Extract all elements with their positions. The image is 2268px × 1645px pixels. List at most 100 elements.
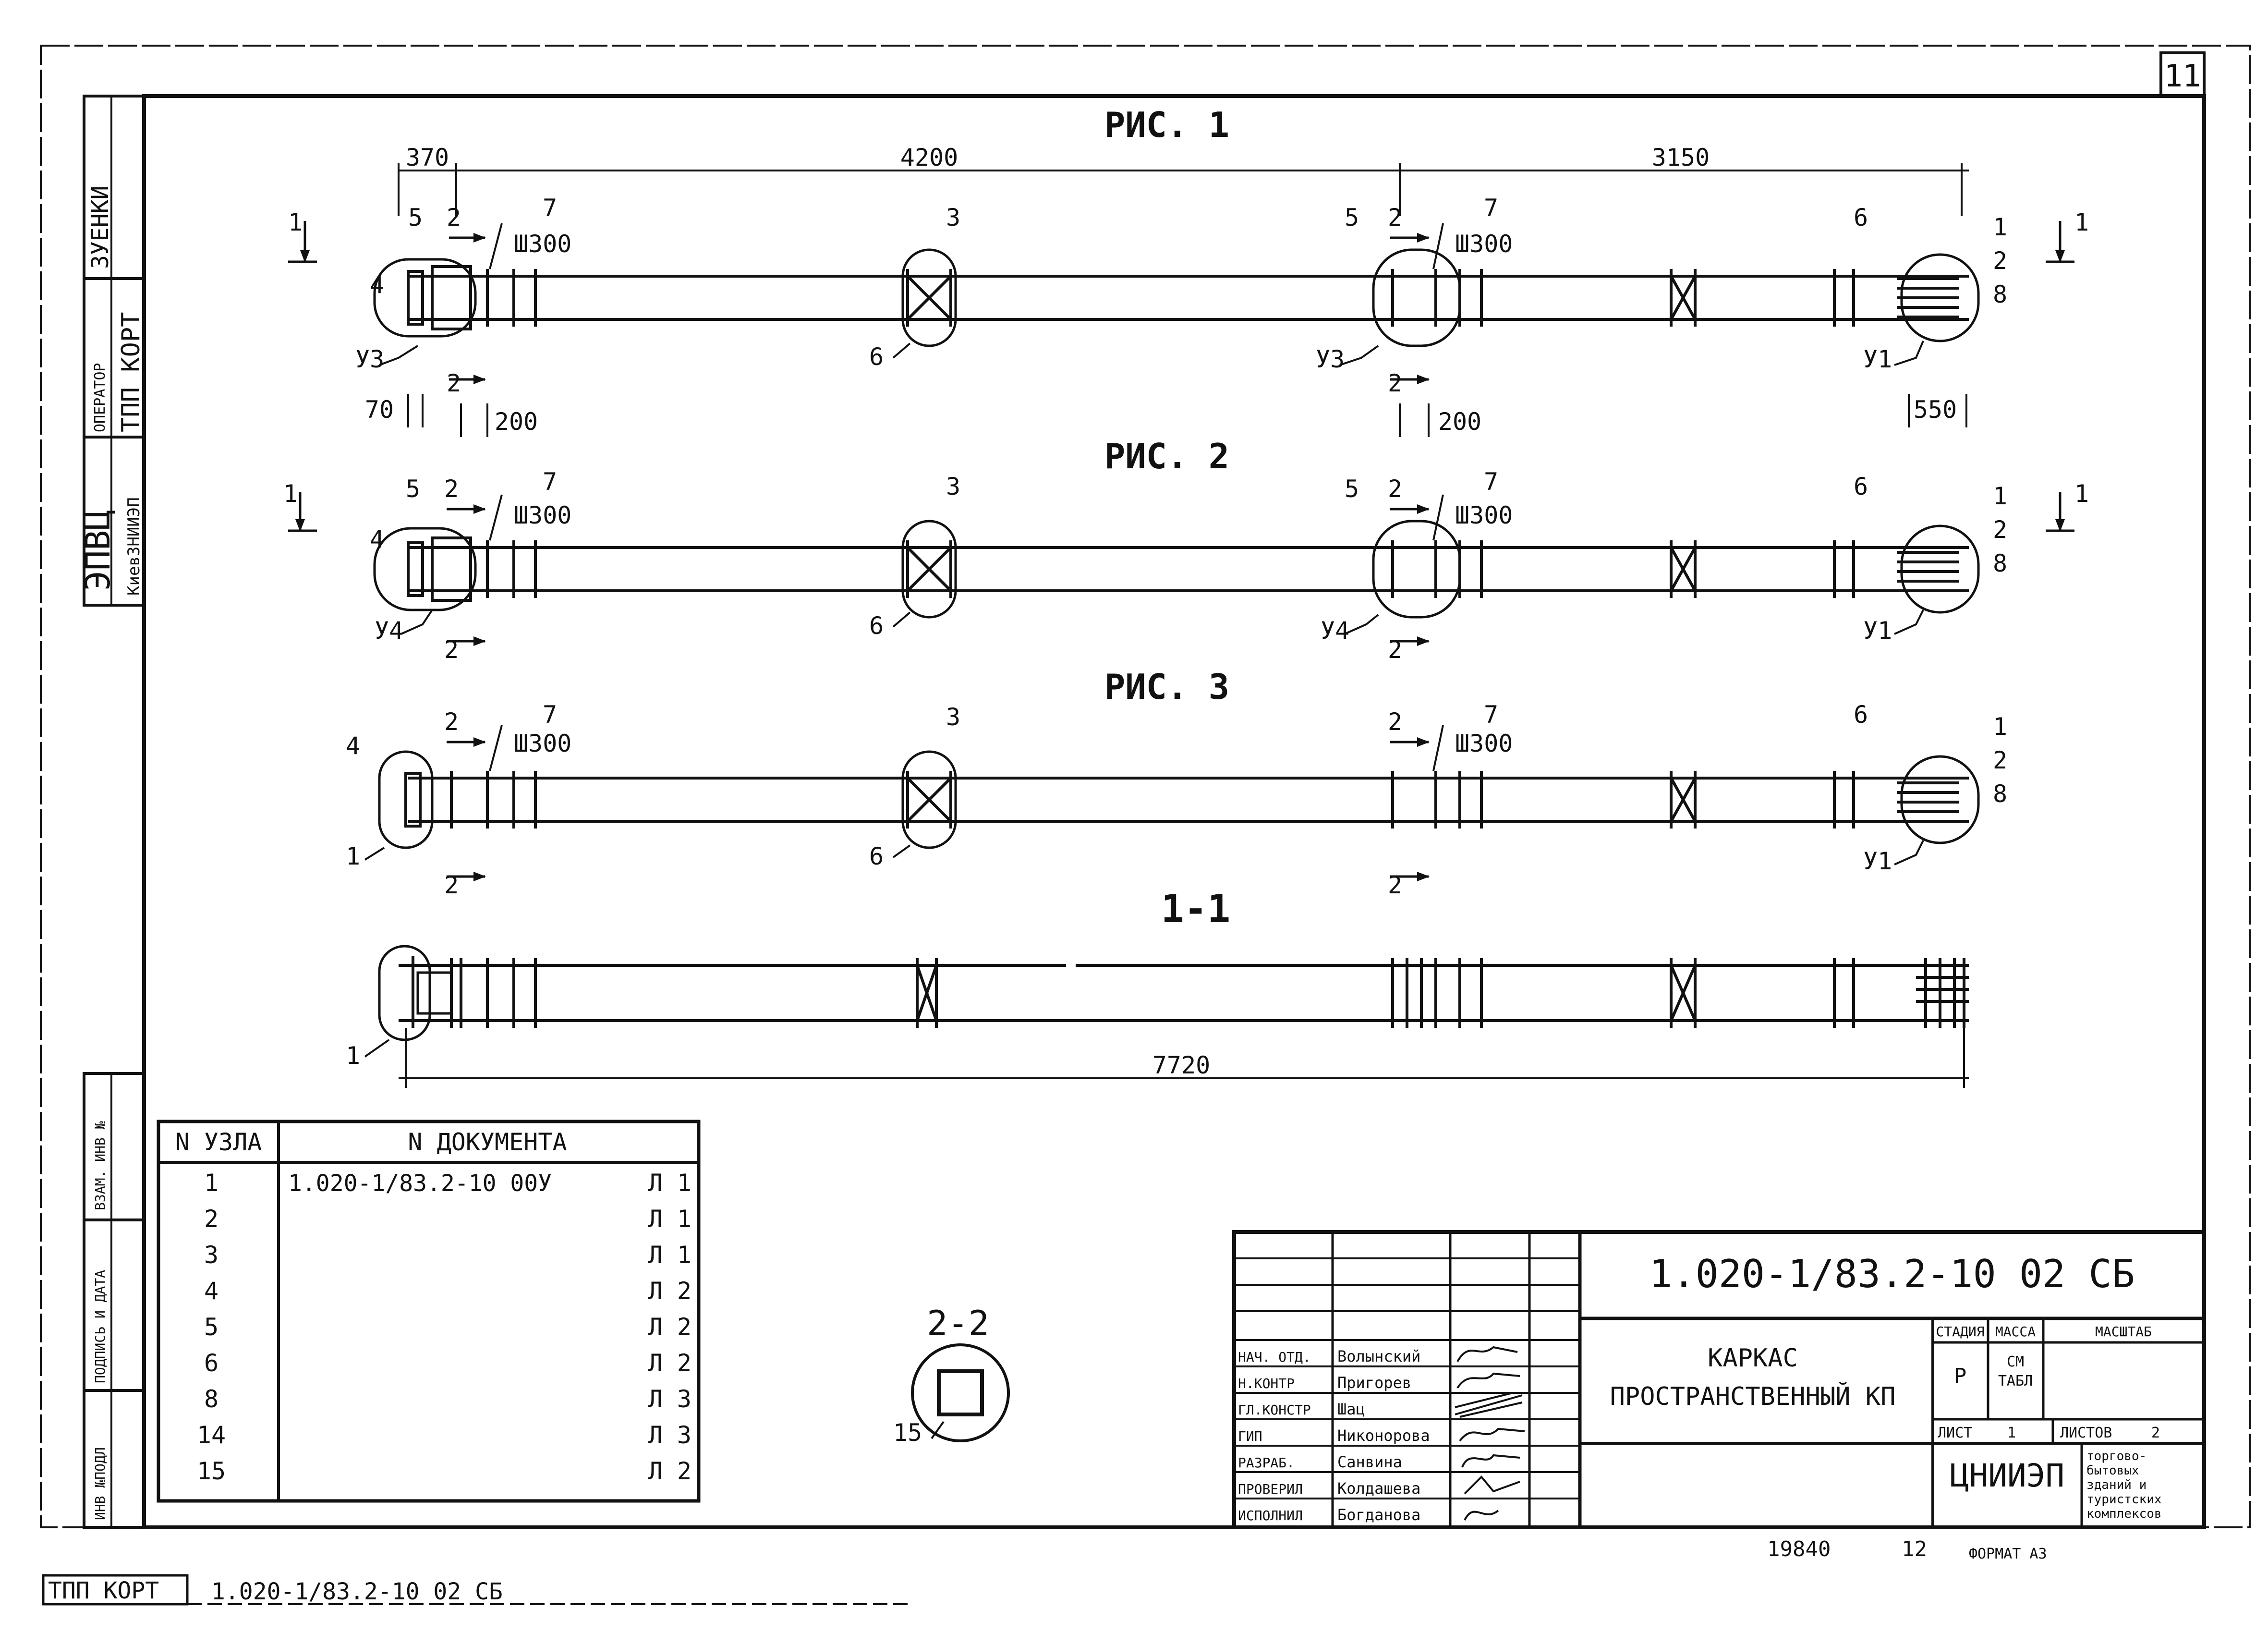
staff-role: ГИП: [1238, 1428, 1262, 1444]
fig3-callout-3: 3: [946, 703, 960, 731]
fig1-title: РИС. 1: [1104, 105, 1229, 145]
bottom-number-2: 12: [1902, 1537, 1927, 1561]
stage-value: Р: [1954, 1364, 1967, 1389]
nodes-table-cell-sheet: Л 2: [648, 1277, 691, 1305]
staff-role: Н.КОНТР: [1238, 1376, 1295, 1391]
staff-name: Волынский: [1337, 1347, 1420, 1365]
dim-70: 70: [365, 396, 394, 424]
nodes-table-cell-doc: 1.020-1/83.2-10 00У: [288, 1170, 552, 1197]
nodes-table-row: 14 Л 3: [197, 1421, 691, 1449]
document-name-line1: КАРКАС: [1708, 1344, 1798, 1373]
staff-name: Богданова: [1337, 1506, 1420, 1524]
nodes-table-cell-node: 6: [204, 1349, 218, 1377]
fig3-callout-7b: 7: [1484, 701, 1498, 729]
staff-role: ИСПОЛНИЛ: [1238, 1508, 1303, 1523]
fig1-dim-ticks: [407, 394, 1967, 437]
fig2-callout-5a: 5: [406, 475, 420, 503]
title-block-staff: НАЧ. ОТД. Волынский Н.КОНТР Пригорев ГЛ.…: [1238, 1347, 1430, 1524]
fig3-callout-u1: У1: [1863, 847, 1892, 875]
sheets-value: 2: [2151, 1425, 2160, 1441]
nodes-table-cell-node: 3: [204, 1241, 218, 1269]
fig2-callout-7b: 7: [1484, 468, 1498, 496]
fig2-callout-u4a: У4: [375, 617, 403, 645]
staff-name: Санвина: [1337, 1453, 1402, 1471]
section-1-1-callout-1: 1: [346, 1042, 360, 1070]
fig2-callout-u1: У1: [1863, 617, 1892, 645]
fig2-callout-2c: 2: [1993, 516, 2007, 544]
fig1-callout-u3a: У3: [355, 345, 384, 373]
staff-name: Никонорова: [1337, 1426, 1430, 1445]
fig1-arrow-left-label: 1: [288, 208, 303, 236]
organization-sub-2: бытовых: [2086, 1463, 2139, 1478]
fig1-callout-2b-bottom: 2: [1388, 369, 1402, 397]
nodes-table-row: 8 Л 3: [204, 1385, 691, 1413]
fig3-frame: [378, 750, 1980, 849]
fig2-callout-7a: 7: [543, 468, 557, 496]
nodes-table-cell-node: 4: [204, 1277, 218, 1305]
mass-value-1: СМ: [2007, 1353, 2024, 1370]
footer-left: ТПП КОРТ: [48, 1577, 159, 1604]
organization-sub-4: туристских: [2086, 1492, 2162, 1507]
dim-7720: 7720: [1152, 1051, 1210, 1079]
fig1-arrow-right-label: 1: [2074, 208, 2089, 236]
stamp-side-label-3: ИНВ №ПОДЛ: [92, 1447, 108, 1520]
stamp-name: ЗУЕНКИ: [87, 186, 114, 269]
fig2-callout-w300a: Ш300: [514, 501, 571, 529]
fig3-callout-1b: 1: [1993, 713, 2007, 741]
dim-200-a: 200: [495, 408, 538, 436]
fig1-callout-6a: 6: [869, 343, 884, 371]
sheets-label: ЛИСТОВ: [2060, 1425, 2112, 1441]
fig1-callout-2b: 2: [1388, 204, 1402, 232]
footer-box: [42, 1574, 189, 1606]
fig2-frame: [373, 520, 1980, 619]
fig3-callout-6b: 6: [1854, 701, 1868, 729]
staff-role: РАЗРАБ.: [1238, 1455, 1295, 1471]
format-label: ФОРМАТ А3: [1969, 1546, 2047, 1562]
fig1-callout-8: 8: [1993, 280, 2007, 308]
dim-4200: 4200: [900, 144, 958, 171]
fig1-callout-1: 1: [1993, 213, 2007, 241]
fig2-callout-1: 1: [1993, 482, 2007, 510]
nodes-table-cell-sheet: Л 2: [648, 1313, 691, 1341]
fig1-callout-3: 3: [946, 204, 960, 232]
fig1-frame: [373, 163, 1980, 347]
fig3-title: РИС. 3: [1104, 667, 1229, 707]
organization-sub-1: торгово-: [2086, 1449, 2147, 1463]
fig1-callout-2c: 2: [1993, 247, 2007, 275]
title-block: [1232, 1230, 2206, 1529]
nodes-table-cell-node: 8: [204, 1385, 218, 1413]
nodes-table-cell-sheet: Л 2: [648, 1349, 691, 1377]
fig1-callout-7b: 7: [1484, 194, 1498, 222]
nodes-table-row: 5 Л 2: [204, 1313, 691, 1341]
section-1-1-frame: [378, 945, 1969, 1088]
nodes-table-row: 1 1.020-1/83.2-10 00У Л 1: [204, 1169, 691, 1197]
organization-sub-5: комплексов: [2086, 1507, 2162, 1521]
fig2-callout-4: 4: [370, 525, 384, 553]
nodes-table-cell-sheet: Л 1: [648, 1241, 691, 1269]
fig1-callout-u1: У1: [1863, 345, 1892, 373]
nodes-table-row: 15 Л 2: [197, 1457, 691, 1485]
fig1-callout-w300a: Ш300: [514, 230, 571, 258]
nodes-table-cell-node: 5: [204, 1313, 218, 1341]
fig1-callout-2a-bottom: 2: [447, 369, 461, 397]
staff-name: Колдашева: [1337, 1479, 1420, 1498]
dim-200-b: 200: [1438, 408, 1481, 436]
sheet-number-box: [2159, 51, 2206, 97]
fig3-callout-w300b: Ш300: [1455, 730, 1513, 757]
fig1-callout-u3b: У3: [1316, 345, 1345, 373]
nodes-table-row: 2 Л 1: [204, 1205, 691, 1233]
staff-name: Пригорев: [1337, 1374, 1411, 1392]
section-2-2-circle: [911, 1343, 1010, 1442]
section-2-2-title: 2-2: [927, 1303, 989, 1343]
organization-sub-3: зданий и: [2086, 1478, 2147, 1492]
inner-frame: [142, 94, 2206, 1529]
fig1-callout-7a: 7: [543, 194, 557, 222]
nodes-table-cell-node: 14: [197, 1421, 226, 1449]
nodes-table-cell-sheet: Л 3: [648, 1385, 691, 1413]
fig2-arrow-left-label: 1: [283, 480, 298, 508]
stamp-side-label-2: ПОДПИСЬ И ДАТА: [92, 1270, 108, 1383]
outer-frame: [40, 45, 2251, 1528]
mass-value-2: ТАБЛ: [1998, 1373, 2033, 1389]
fig3-callout-8: 8: [1993, 780, 2007, 808]
